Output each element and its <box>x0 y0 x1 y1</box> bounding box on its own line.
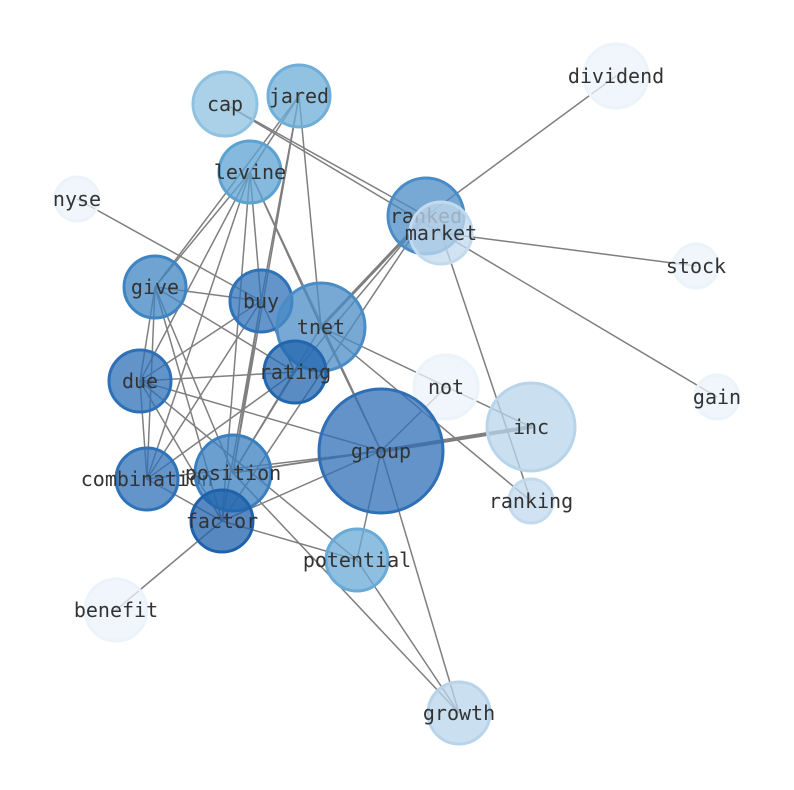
node-label-buy: buy <box>243 289 279 313</box>
node-cap: cap <box>191 70 259 138</box>
node-circle-inc <box>485 381 577 473</box>
edge-nyse-buy <box>76 198 262 302</box>
node-circle-levine <box>217 139 283 205</box>
node-circle-dividend <box>582 42 650 110</box>
edge-levine-due <box>139 171 251 382</box>
node-label-group: group <box>351 439 411 463</box>
node-label-position: position <box>185 461 281 485</box>
node-label-market: market <box>405 221 477 245</box>
edge-levine-combination <box>146 171 251 480</box>
node-label-not: not <box>428 375 464 399</box>
node-circle-not <box>412 353 480 421</box>
node-circle-nyse <box>53 175 101 223</box>
node-circle-combination <box>114 446 180 512</box>
node-buy: buy <box>228 268 294 334</box>
node-label-gain: gain <box>693 385 741 409</box>
node-stock: stock <box>666 242 726 290</box>
node-label-stock: stock <box>666 254 726 278</box>
edge-position-growth <box>232 472 460 714</box>
node-dividend: dividend <box>568 42 664 110</box>
node-market: market <box>405 200 477 266</box>
node-label-tnet: tnet <box>297 315 345 339</box>
node-rating: rating <box>259 339 331 405</box>
node-benefit: benefit <box>74 577 158 643</box>
node-growth: growth <box>423 680 495 746</box>
edge-buy-combination <box>146 300 262 480</box>
node-give: give <box>122 254 188 320</box>
node-levine: levine <box>214 139 286 205</box>
node-group: group <box>317 387 445 515</box>
node-not: not <box>412 353 480 421</box>
node-combination: combination <box>81 446 213 512</box>
node-potential: potential <box>303 527 411 593</box>
node-label-potential: potential <box>303 548 411 572</box>
node-circle-due <box>107 348 173 414</box>
node-circle-group <box>317 387 445 515</box>
node-circle-potential <box>324 527 390 593</box>
node-circle-factor <box>189 488 255 554</box>
node-jared: jared <box>266 63 332 129</box>
node-gain: gain <box>693 373 741 421</box>
node-label-give: give <box>131 275 179 299</box>
node-ranking: ranking <box>489 477 573 525</box>
node-inc: inc <box>485 381 577 473</box>
node-label-levine: levine <box>214 160 286 184</box>
node-label-cap: cap <box>207 92 243 116</box>
node-circle-market <box>408 200 474 266</box>
node-label-ranking: ranking <box>489 489 573 513</box>
node-label-combination: combination <box>81 467 213 491</box>
node-circle-benefit <box>83 577 149 643</box>
node-circle-growth <box>426 680 492 746</box>
node-label-nyse: nyse <box>53 187 101 211</box>
edge-market-gain <box>440 232 718 398</box>
node-label-growth: growth <box>423 701 495 725</box>
node-label-jared: jared <box>269 84 329 108</box>
node-circle-cap <box>191 70 259 138</box>
node-label-dividend: dividend <box>568 64 664 88</box>
node-nyse: nyse <box>53 175 101 223</box>
node-circle-jared <box>266 63 332 129</box>
node-circle-ranking <box>507 477 555 525</box>
node-due: due <box>107 348 173 414</box>
node-label-benefit: benefit <box>74 598 158 622</box>
node-layer: dividendcapjaredlevinenyserankedmarketst… <box>53 42 741 746</box>
node-label-inc: inc <box>513 415 549 439</box>
edge-market-stock <box>440 232 697 267</box>
node-circle-gain <box>693 373 741 421</box>
node-factor: factor <box>186 488 258 554</box>
node-circle-stock <box>672 242 720 290</box>
node-label-rating: rating <box>259 360 331 384</box>
node-label-due: due <box>122 369 158 393</box>
node-circle-give <box>122 254 188 320</box>
node-label-factor: factor <box>186 509 258 533</box>
node-circle-rating <box>262 339 328 405</box>
